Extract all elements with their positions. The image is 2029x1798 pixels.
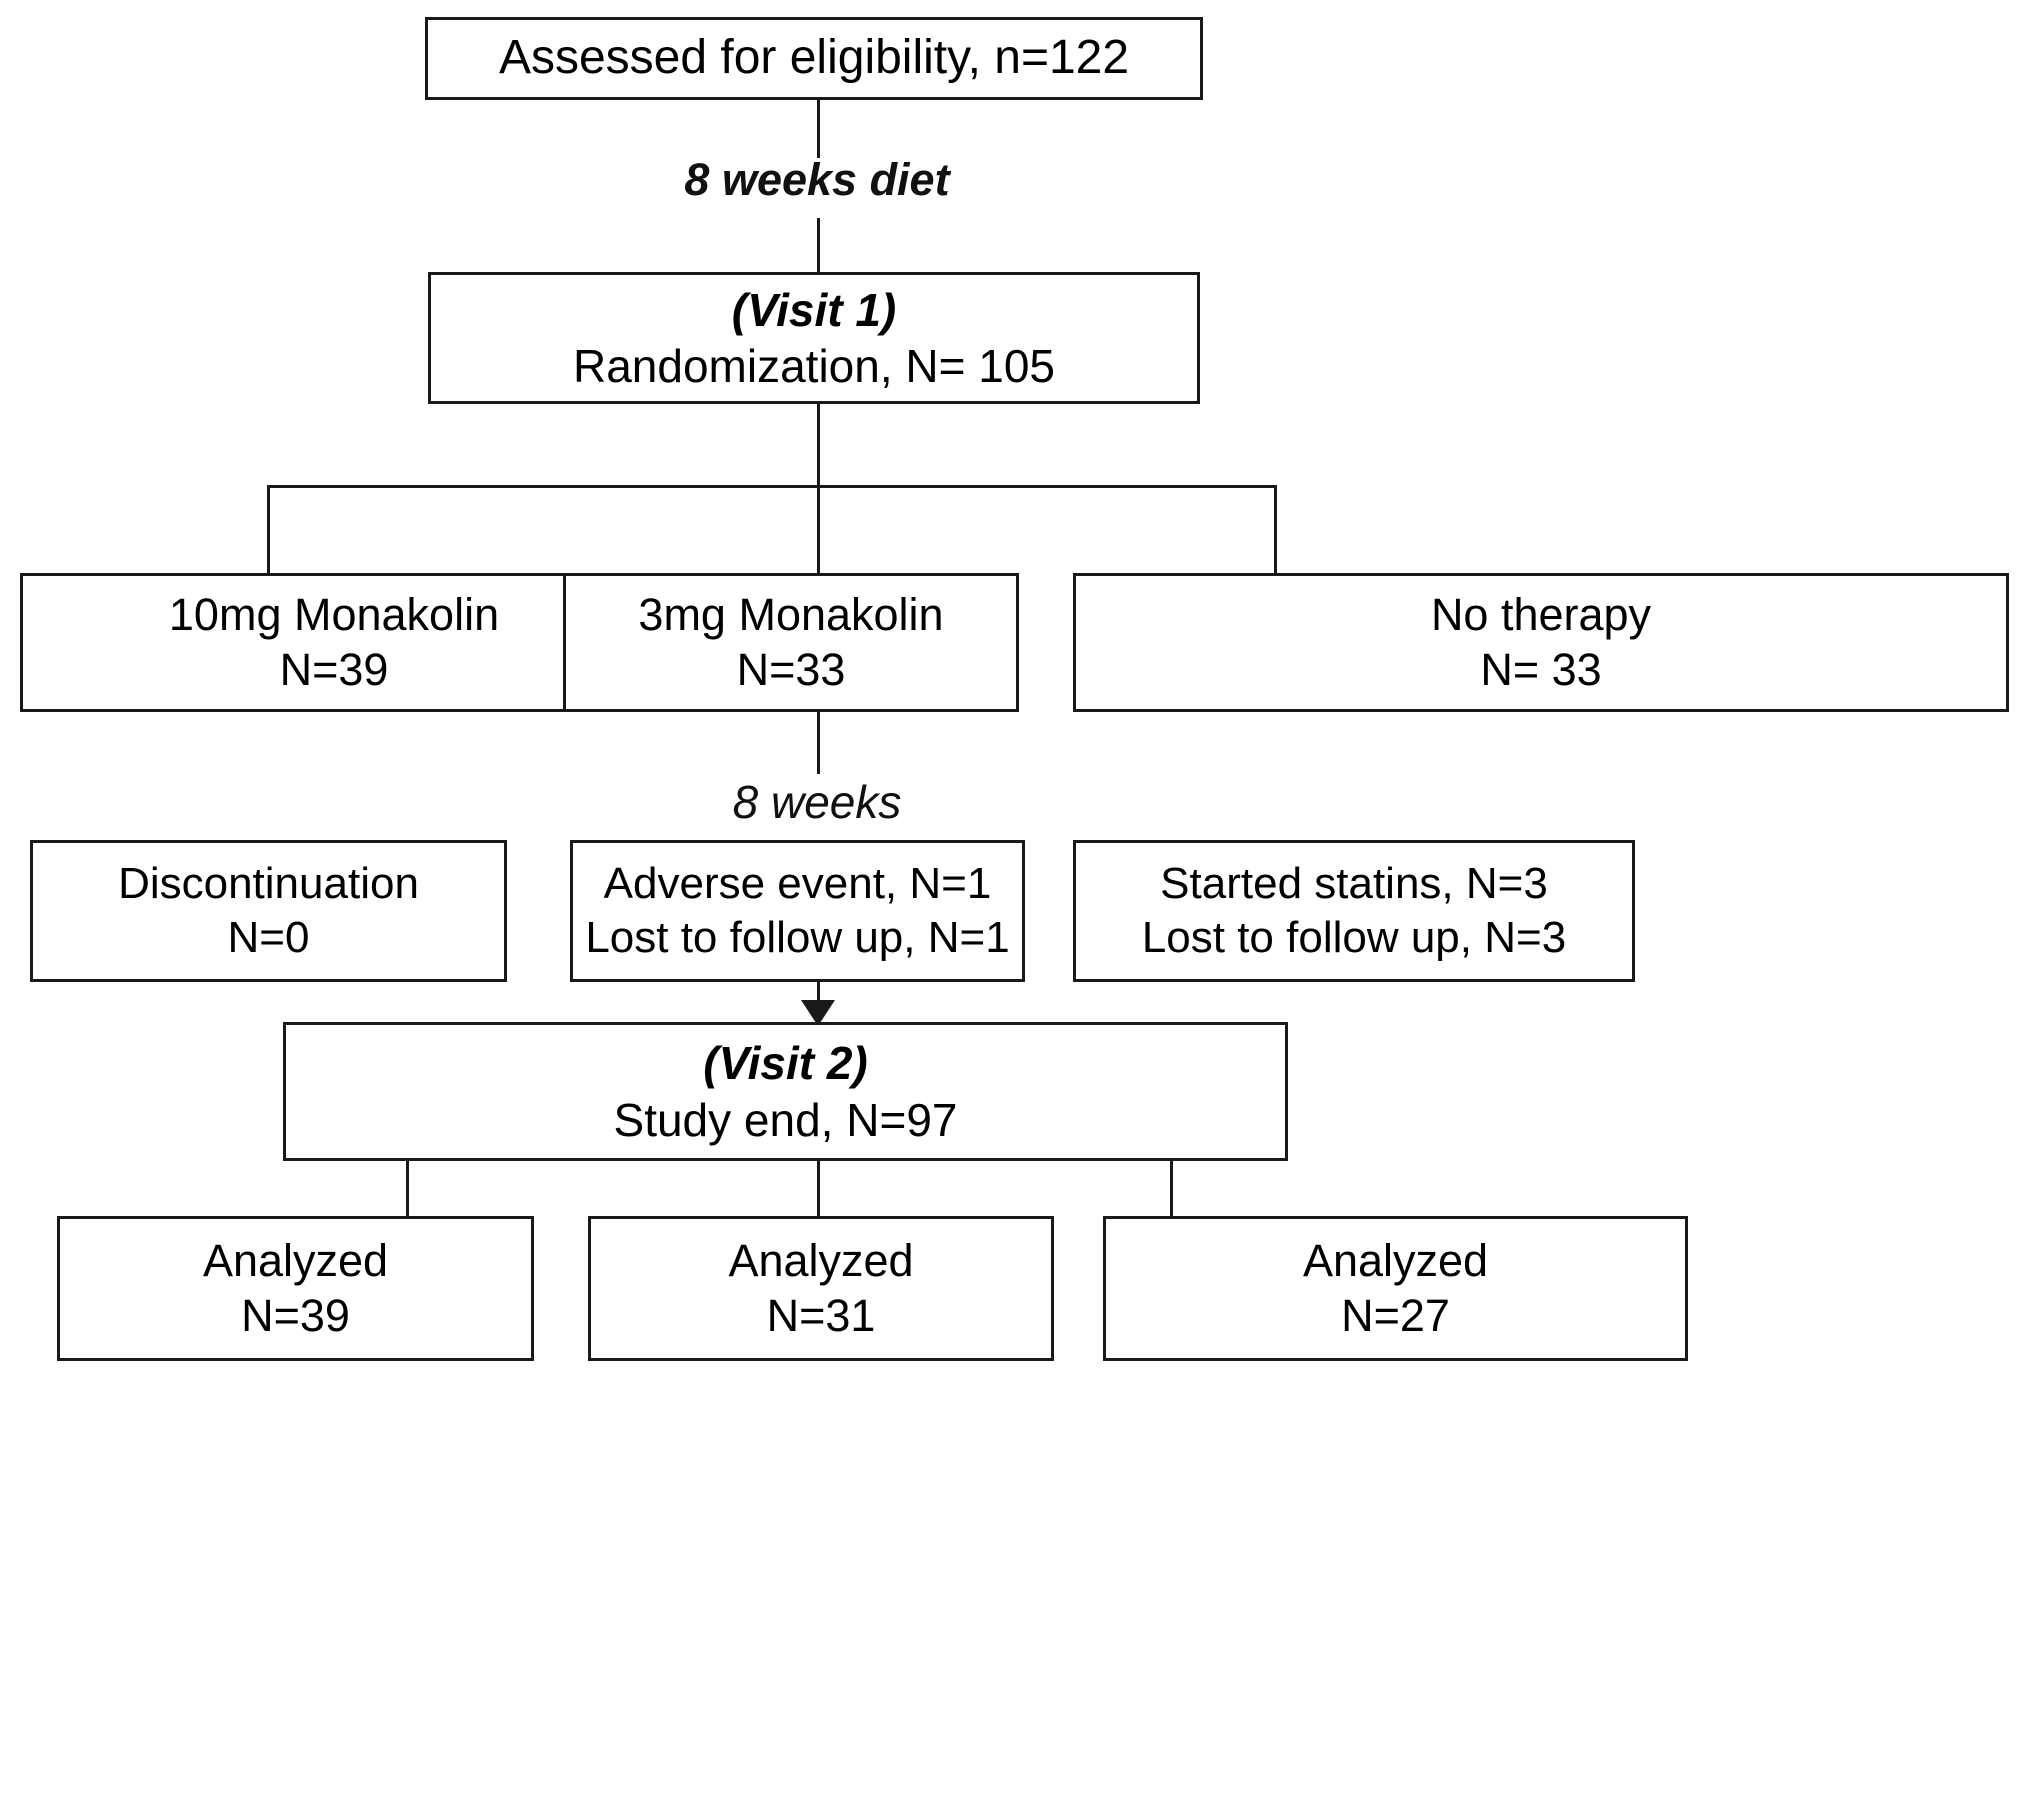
- connector-branch-to-arm-mid: [817, 485, 820, 575]
- node-visit-2-heading: (Visit 2): [703, 1037, 868, 1090]
- node-discontinuation: Discontinuation N=0: [30, 840, 507, 982]
- connector-visit2-to-analyzed-mid: [817, 1159, 820, 1218]
- node-visit-1-randomization: (Visit 1) Randomization, N= 105: [428, 272, 1200, 404]
- connector-branch-to-arm-left: [267, 485, 270, 575]
- node-arm-no-therapy-label: No therapy: [1430, 588, 1652, 640]
- node-arm-10mg-monakolin-count: N=39: [279, 643, 389, 695]
- node-visit-1-heading: (Visit 1): [731, 283, 897, 336]
- connector-randomization-stem: [817, 404, 820, 486]
- node-arm-3mg-monakolin-count: N=33: [736, 643, 846, 695]
- node-arm-no-therapy: No therapy N= 33: [1073, 573, 2009, 712]
- node-arm-10mg-monakolin: 10mg Monakolin N=39: [20, 573, 648, 712]
- node-visit-2-body: Study end, N=97: [613, 1093, 958, 1146]
- node-discontinuation-label: Discontinuation: [118, 859, 419, 909]
- connector-to-visit2: [817, 982, 820, 1014]
- node-analyzed-right-count: N=27: [1341, 1289, 1450, 1341]
- connector-arm-to-8-weeks: [817, 712, 820, 774]
- node-analyzed-mid-count: N=31: [766, 1289, 876, 1341]
- connector-visit2-to-analyzed-right: [1170, 1159, 1173, 1218]
- node-adverse-event-lost-followup: Adverse event, N=1 Lost to follow up, N=…: [570, 840, 1025, 982]
- node-analyzed-arm-left: Analyzed N=39: [57, 1216, 534, 1361]
- connector-branch-to-arm-right: [1274, 485, 1277, 575]
- node-discontinuation-count: N=0: [227, 913, 310, 962]
- node-analyzed-arm-mid: Analyzed N=31: [588, 1216, 1054, 1361]
- node-analyzed-right-label: Analyzed: [1302, 1234, 1489, 1286]
- edge-label-8-weeks: 8 weeks: [732, 776, 902, 828]
- node-assessed-for-eligibility: Assessed for eligibility, n=122: [425, 17, 1203, 100]
- node-started-statins-lost-followup: Started statins, N=3 Lost to follow up, …: [1073, 840, 1635, 982]
- node-arm-3mg-monakolin: 3mg Monakolin N=33: [563, 573, 1019, 712]
- node-visit-2-study-end: (Visit 2) Study end, N=97: [283, 1022, 1288, 1161]
- node-adverse-event-text: Adverse event, N=1: [603, 859, 992, 909]
- node-analyzed-left-label: Analyzed: [202, 1234, 389, 1286]
- node-arm-10mg-monakolin-label: 10mg Monakolin: [168, 588, 500, 640]
- node-analyzed-arm-right: Analyzed N=27: [1103, 1216, 1688, 1361]
- connector-randomization-bus: [267, 485, 1277, 488]
- node-analyzed-mid-label: Analyzed: [728, 1234, 914, 1286]
- node-visit-1-body: Randomization, N= 105: [572, 340, 1055, 392]
- node-started-statins-text: Started statins, N=3: [1160, 859, 1548, 909]
- node-arm-3mg-monakolin-label: 3mg Monakolin: [638, 588, 944, 640]
- node-analyzed-left-count: N=39: [241, 1289, 350, 1341]
- node-lost-followup-right-text: Lost to follow up, N=3: [1141, 913, 1567, 962]
- node-arm-no-therapy-count: N= 33: [1480, 643, 1602, 695]
- node-lost-followup-mid-text: Lost to follow up, N=1: [585, 913, 1010, 962]
- node-assessed-for-eligibility-text: Assessed for eligibility, n=122: [498, 31, 1130, 85]
- connector-visit2-to-analyzed-left: [406, 1159, 409, 1218]
- arrowhead-to-visit2: [801, 1000, 835, 1026]
- connector-eligibility-to-diet: [817, 100, 820, 158]
- connector-diet-to-visit1: [817, 218, 820, 273]
- edge-label-8-weeks-diet: 8 weeks diet: [684, 154, 950, 205]
